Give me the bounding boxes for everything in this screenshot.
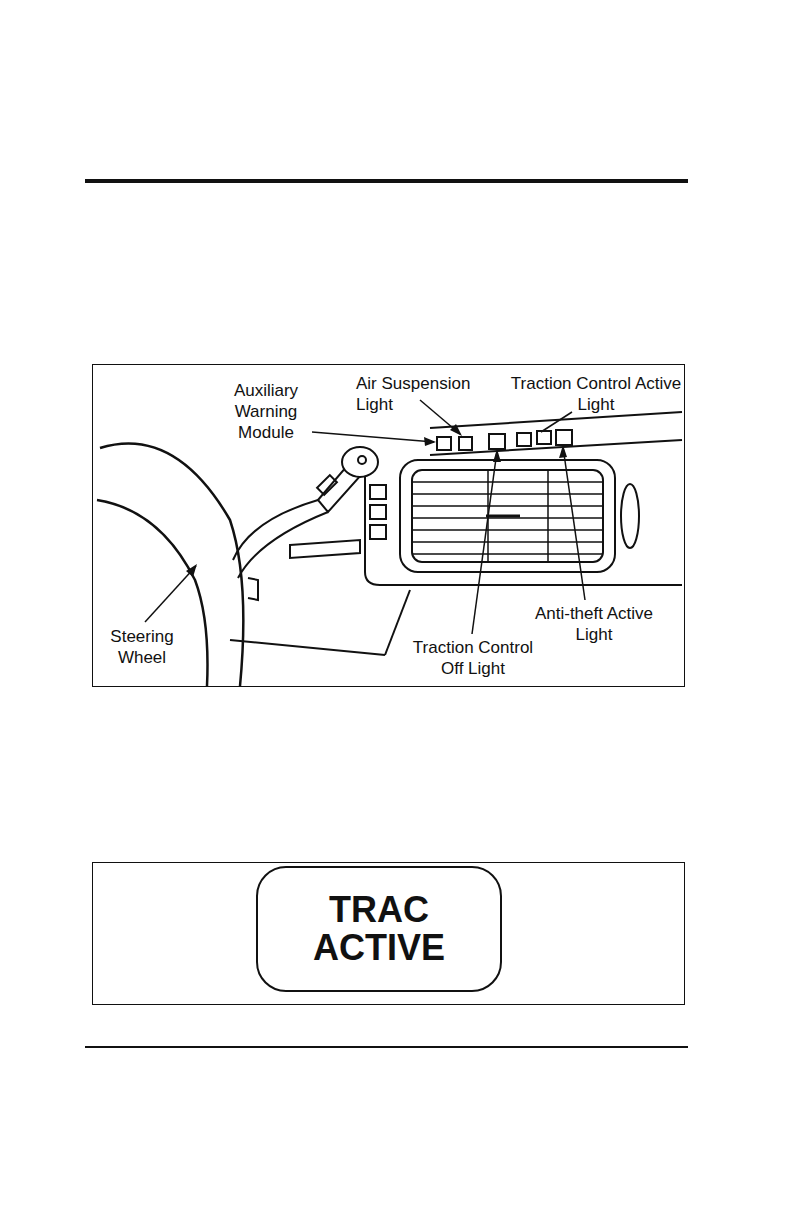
lamp-text: TRAC ACTIVE: [304, 891, 454, 967]
indicator-lamp: TRAC ACTIVE: [256, 866, 502, 992]
callout-label: Traction Control Off Light: [400, 637, 546, 679]
top-rule: [85, 179, 688, 183]
callout-label: Auxiliary Warning Module: [214, 380, 318, 443]
bottom-rule: [85, 1046, 688, 1048]
callout-label: Anti-theft Active Light: [518, 603, 670, 645]
figure-frame: [93, 863, 685, 1005]
callout-label: Traction Control Active Light: [510, 373, 682, 415]
figure-frame: [93, 365, 685, 687]
dashboard-drawing: [97, 412, 682, 686]
leader-lines: [145, 400, 585, 634]
callout-label: Air Suspension Light: [356, 373, 486, 415]
arrowheads: [186, 424, 567, 577]
callout-label: Steering Wheel: [100, 626, 184, 668]
